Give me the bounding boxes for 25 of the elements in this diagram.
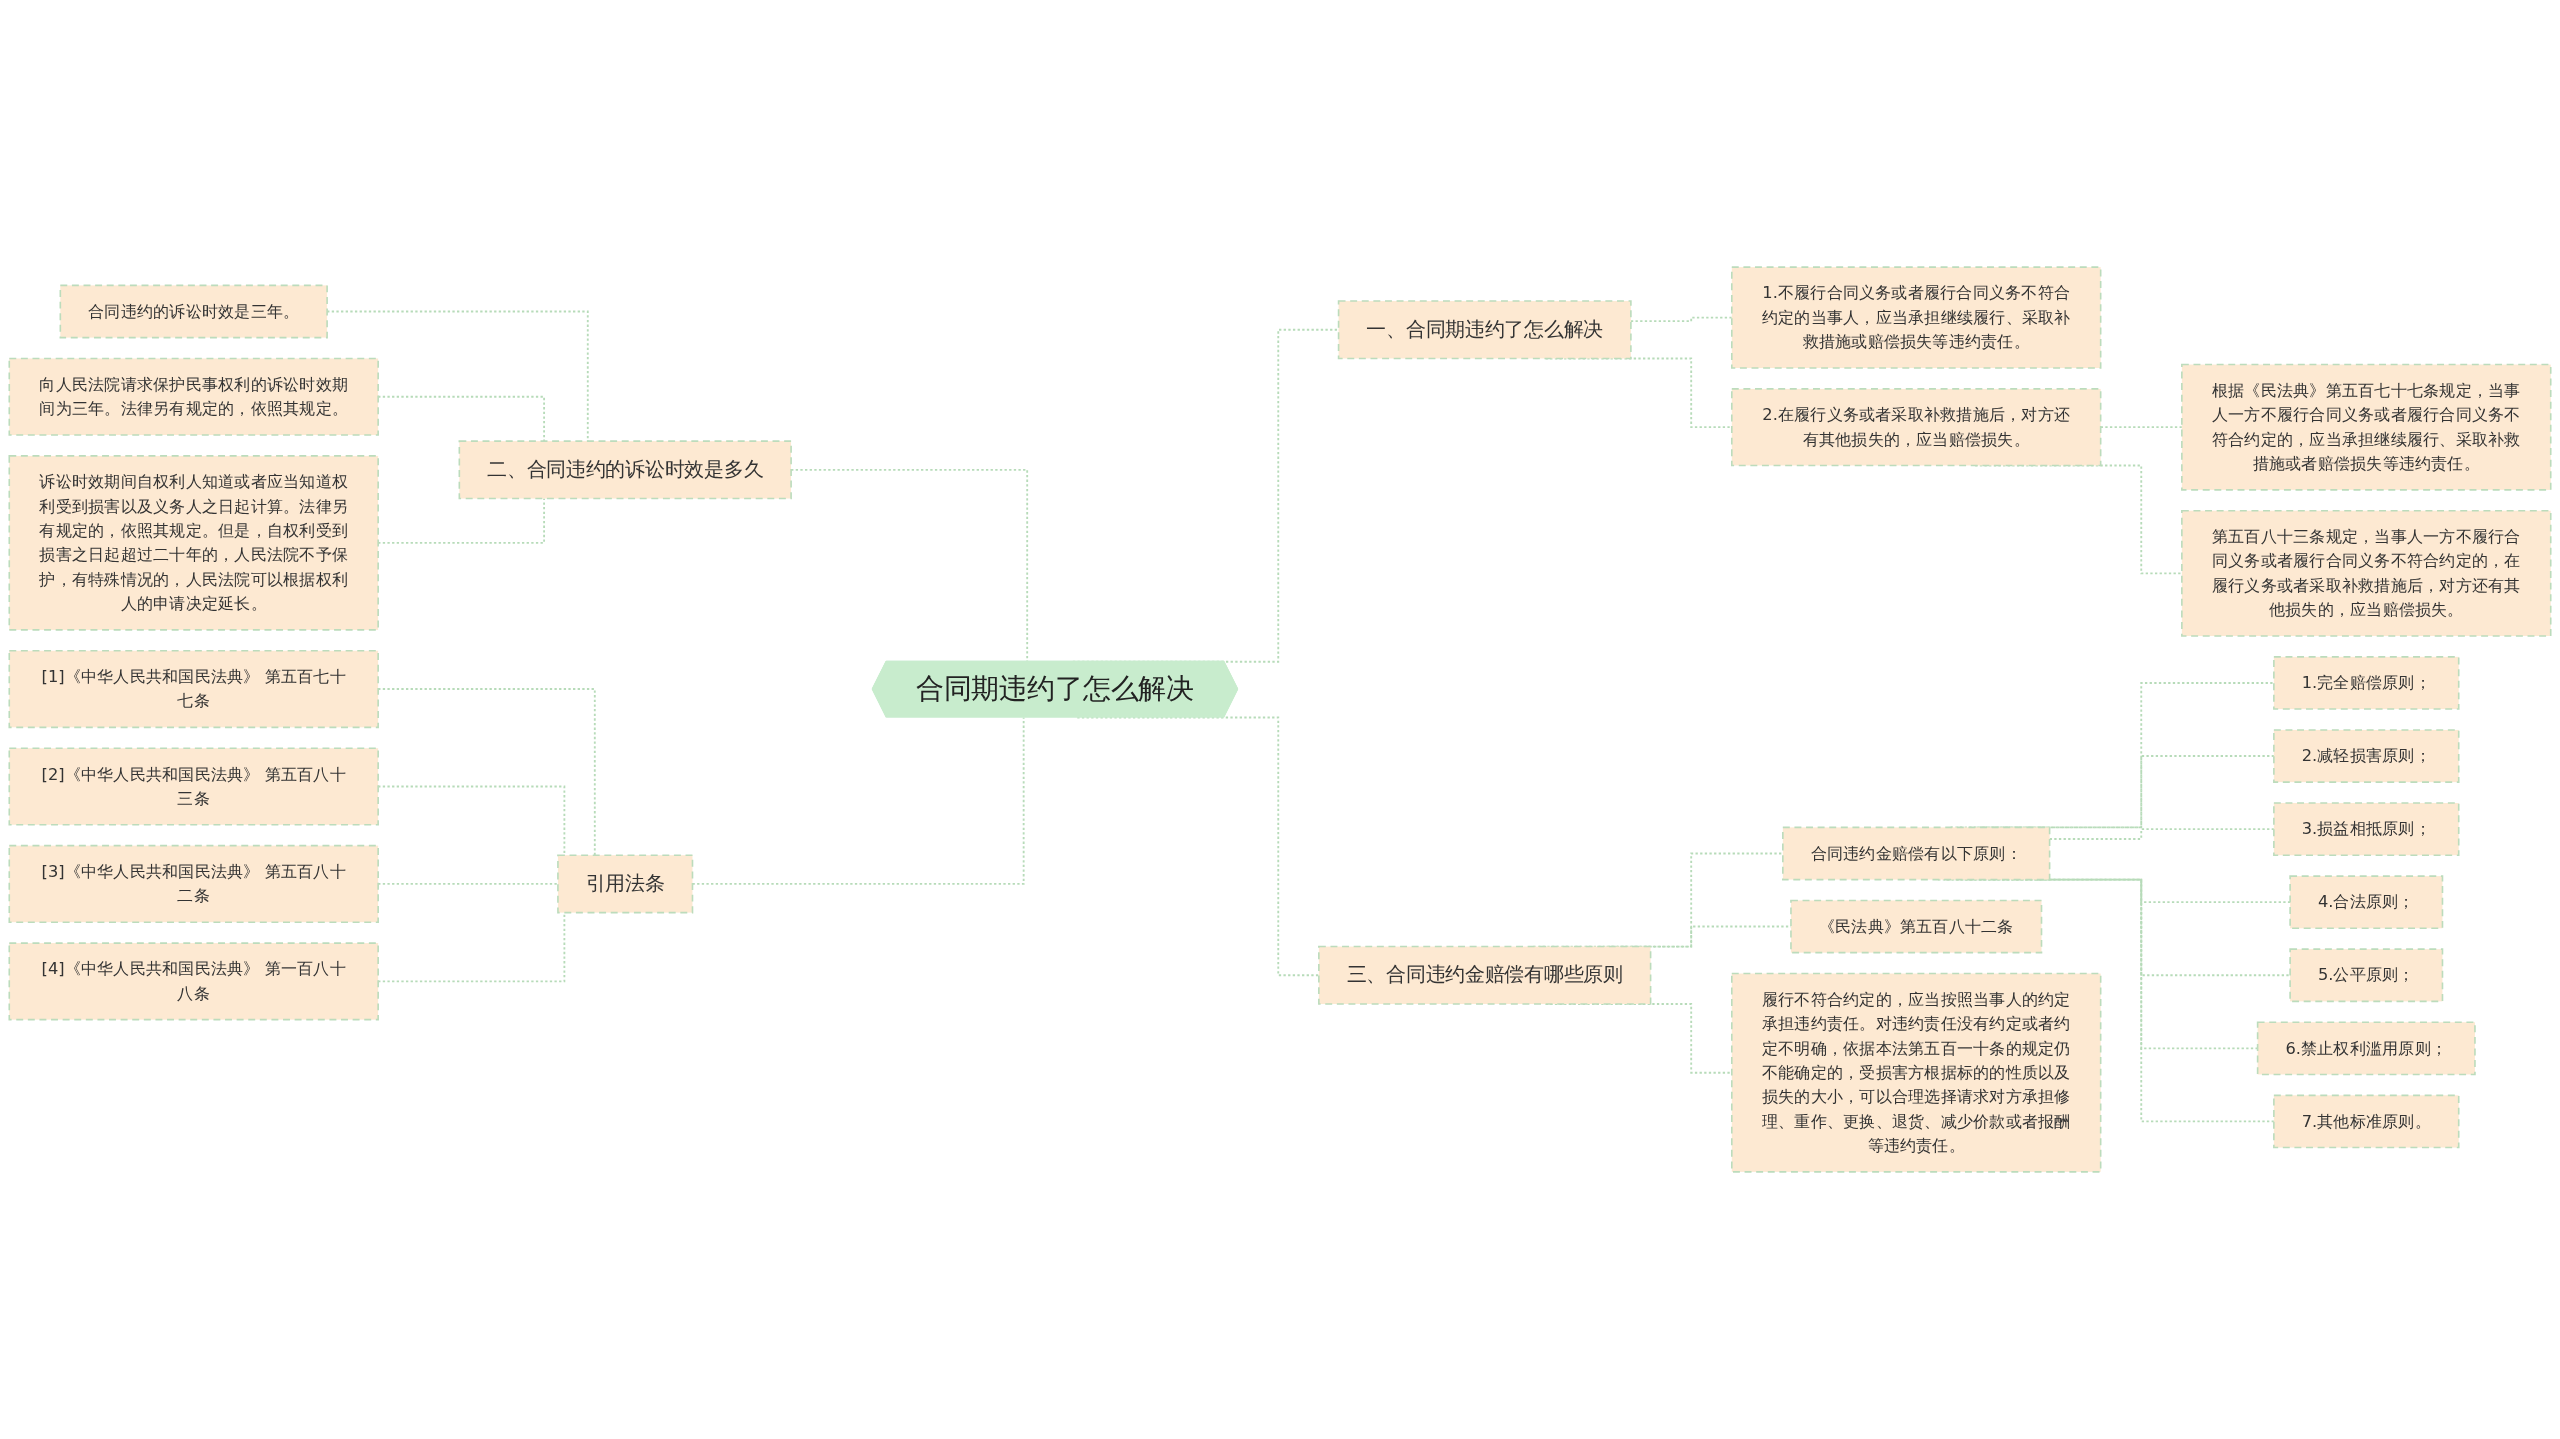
node-box: [2]《中华人民共和国民法典》 第五百八十三条 [8, 747, 379, 826]
node-box: 合同违约金赔偿有以下原则： [1782, 826, 2051, 881]
node-box: 一、合同期违约了怎么解决 [1337, 300, 1632, 360]
node-box: 第五百八十三条规定，当事人一方不履行合同义务或者履行合同义务不符合约定的，在履行义务或者采取补救措施后，对方还有其他损失的，应当赔偿损失。 [2181, 509, 2552, 637]
node-box: 履行不符合约定的，应当按照当事人的约定承担违约责任。对违约责任没有约定或者约定不明确，依据本法第五百一十条的规定仍不能确定的，受损害方根据标的的性质以及损失的大小，可以合理选择请求对方承担修理、重作、更换、退货、减少价款或者报酬等违约责任。 [1731, 972, 2102, 1173]
node-box: 向人民法院请求保护民事权利的诉讼时效期间为三年。法律另有规定的，依照其规定。 [8, 357, 379, 436]
node-box: 6.禁止权利滥用原则； [2256, 1021, 2476, 1076]
node-box: 合同违约的诉讼时效是三年。 [59, 284, 328, 339]
node-box: 1.完全赔偿原则； [2273, 656, 2460, 710]
node-box: 2.在履行义务或者采取补救措施后，对方还有其他损失的，应当赔偿损失。 [1731, 388, 2102, 467]
node-box: 根据《民法典》第五百七十七条规定，当事人一方不履行合同义务或者履行合同义务不符合约定的，应当承担继续履行、采取补救措施或者赔偿损失等违约责任。 [2181, 363, 2552, 491]
node-box: [1]《中华人民共和国民法典》 第五百七十七条 [8, 649, 379, 729]
node-box: 三、合同违约金赔偿有哪些原则 [1318, 945, 1652, 1005]
node-box: 1.不履行合同义务或者履行合同义务不符合约定的当事人，应当承担继续履行、采取补救措施或赔偿损失等违约责任。 [1731, 266, 2102, 369]
node-box: 5.公平原则； [2289, 948, 2444, 1003]
node-box: 2.减轻损害原则； [2273, 729, 2460, 783]
node-box: [4]《中华人民共和国民法典》 第一百八十八条 [8, 942, 379, 1021]
node-box: 3.损益相抵原则； [2273, 802, 2460, 856]
node-box: [3]《中华人民共和国民法典》 第五百八十二条 [8, 844, 379, 923]
node-box: 7.其他标准原则。 [2273, 1094, 2460, 1149]
node-box: 4.合法原则； [2289, 875, 2444, 930]
node-box: 二、合同违约的诉讼时效是多久 [458, 440, 792, 500]
node-box: 《民法典》第五百八十二条 [1790, 899, 2043, 954]
node-box: 诉讼时效期间自权利人知道或者应当知道权利受到损害以及义务人之日起计算。法律另有规定的，依照其规定。但是，自权利受到损害之日起超过二十年的，人民法院不予保护，有特殊情况的，人民法院可以根据权利人的申请决定延长。 [8, 455, 379, 631]
node-box: 引用法条 [557, 854, 694, 914]
